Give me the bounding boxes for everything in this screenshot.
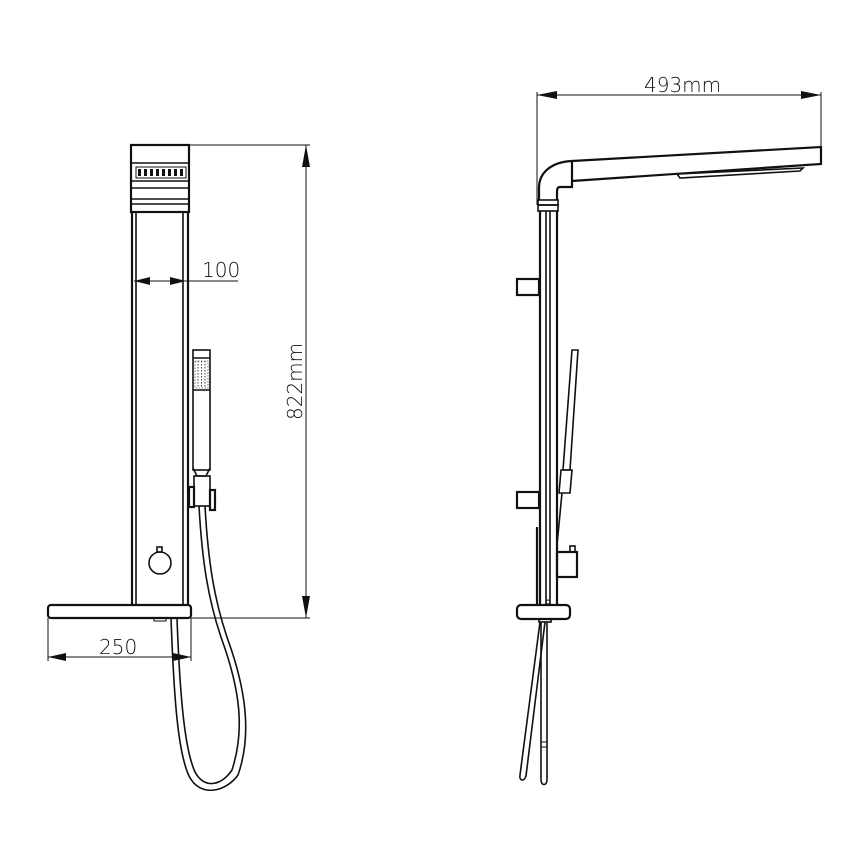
- thermostat-knob-side: [555, 545, 579, 579]
- side-view: 493mm: [515, 73, 823, 786]
- width-label: 100: [202, 258, 240, 282]
- front-view: 822mm 100 250: [46, 143, 310, 792]
- shelf-dimension: 250: [47, 618, 192, 661]
- body-jet-upper: [515, 277, 541, 297]
- bottom-shelf-side: [515, 599, 572, 623]
- panel-column-side: [535, 211, 559, 605]
- overhead-shower-head-front: [129, 143, 191, 214]
- nozzle-grid-icon: [135, 166, 187, 179]
- arm-length-dimension: 493mm: [536, 73, 822, 205]
- height-dimension: 822mm: [189, 144, 310, 619]
- shower-arm-side: [537, 145, 823, 212]
- hand-shower-side: [556, 349, 579, 546]
- shower-hose-front: [170, 505, 247, 792]
- thermostat-knob-icon: [148, 546, 172, 575]
- height-label: 822mm: [283, 343, 307, 420]
- shelf-label: 250: [99, 635, 137, 659]
- bottom-shelf-front: [46, 603, 193, 622]
- hand-shower-front: [187, 349, 217, 512]
- width-dimension: 100: [134, 258, 240, 285]
- arm-length-label: 493mm: [644, 73, 721, 97]
- shower-hose-side: [519, 621, 548, 786]
- panel-column-front: [130, 212, 190, 605]
- spray-dots-icon: [194, 360, 209, 389]
- body-jet-lower: [515, 490, 541, 510]
